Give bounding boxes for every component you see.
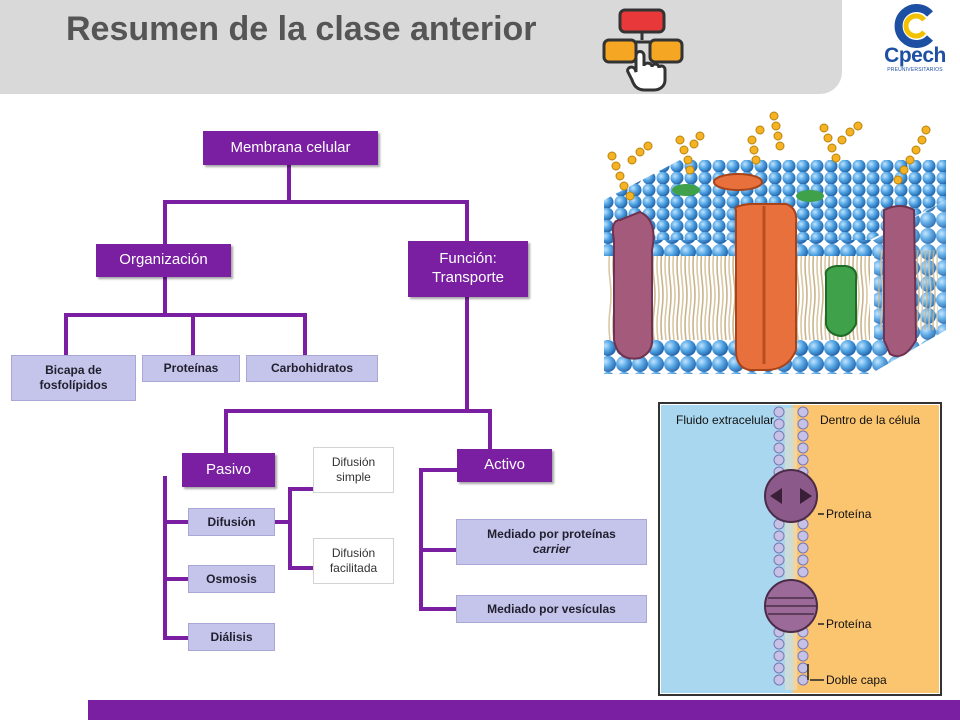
header-bar: [0, 0, 842, 94]
label-doble-capa: Doble capa: [826, 673, 887, 687]
node-difusion: Difusión: [188, 508, 275, 536]
node-mediado-proteinas: Mediado por proteínas carrier: [456, 519, 647, 565]
node-dialisis: Diálisis: [188, 623, 275, 651]
label-proteina-1: Proteína: [826, 507, 872, 521]
node-activo: Activo: [457, 449, 552, 482]
node-difusion-simple: Difusión simple: [313, 447, 394, 493]
label-proteina-2: Proteína: [826, 617, 872, 631]
hand-click-icon: [598, 6, 690, 92]
node-proteinas: Proteínas: [142, 355, 240, 382]
cpech-logo: Cpech PREUNIVERSITARIOS: [878, 4, 952, 76]
page-title: Resumen de la clase anterior: [66, 10, 537, 48]
node-difusion-facilitada: Difusión facilitada: [313, 538, 394, 584]
node-osmosis: Osmosis: [188, 565, 275, 593]
membrane-illustration: [600, 100, 952, 400]
label-fluido-extracelular: Fluido extracelular: [676, 413, 774, 427]
logo-text: Cpech: [884, 44, 946, 67]
node-pasivo: Pasivo: [182, 453, 275, 487]
mediado-proteinas-label: Mediado por proteínas: [487, 527, 616, 541]
node-membrana-celular: Membrana celular: [203, 131, 378, 165]
node-mediado-vesiculas: Mediado por vesículas: [456, 595, 647, 623]
bottom-accent-bar: [88, 700, 960, 720]
label-dentro-celula: Dentro de la célula: [820, 413, 920, 427]
transport-illustration: Fluido extracelular Dentro de la célula …: [658, 402, 942, 696]
node-bicapa-fosfolipidos: Bicapa de fosfolípidos: [11, 355, 136, 401]
logo-subtitle: PREUNIVERSITARIOS: [887, 67, 943, 73]
node-funcion-transporte: Función: Transporte: [408, 241, 528, 297]
node-carbohidratos: Carbohidratos: [246, 355, 378, 382]
carrier-label: carrier: [532, 542, 571, 556]
node-organizacion: Organización: [96, 244, 231, 277]
